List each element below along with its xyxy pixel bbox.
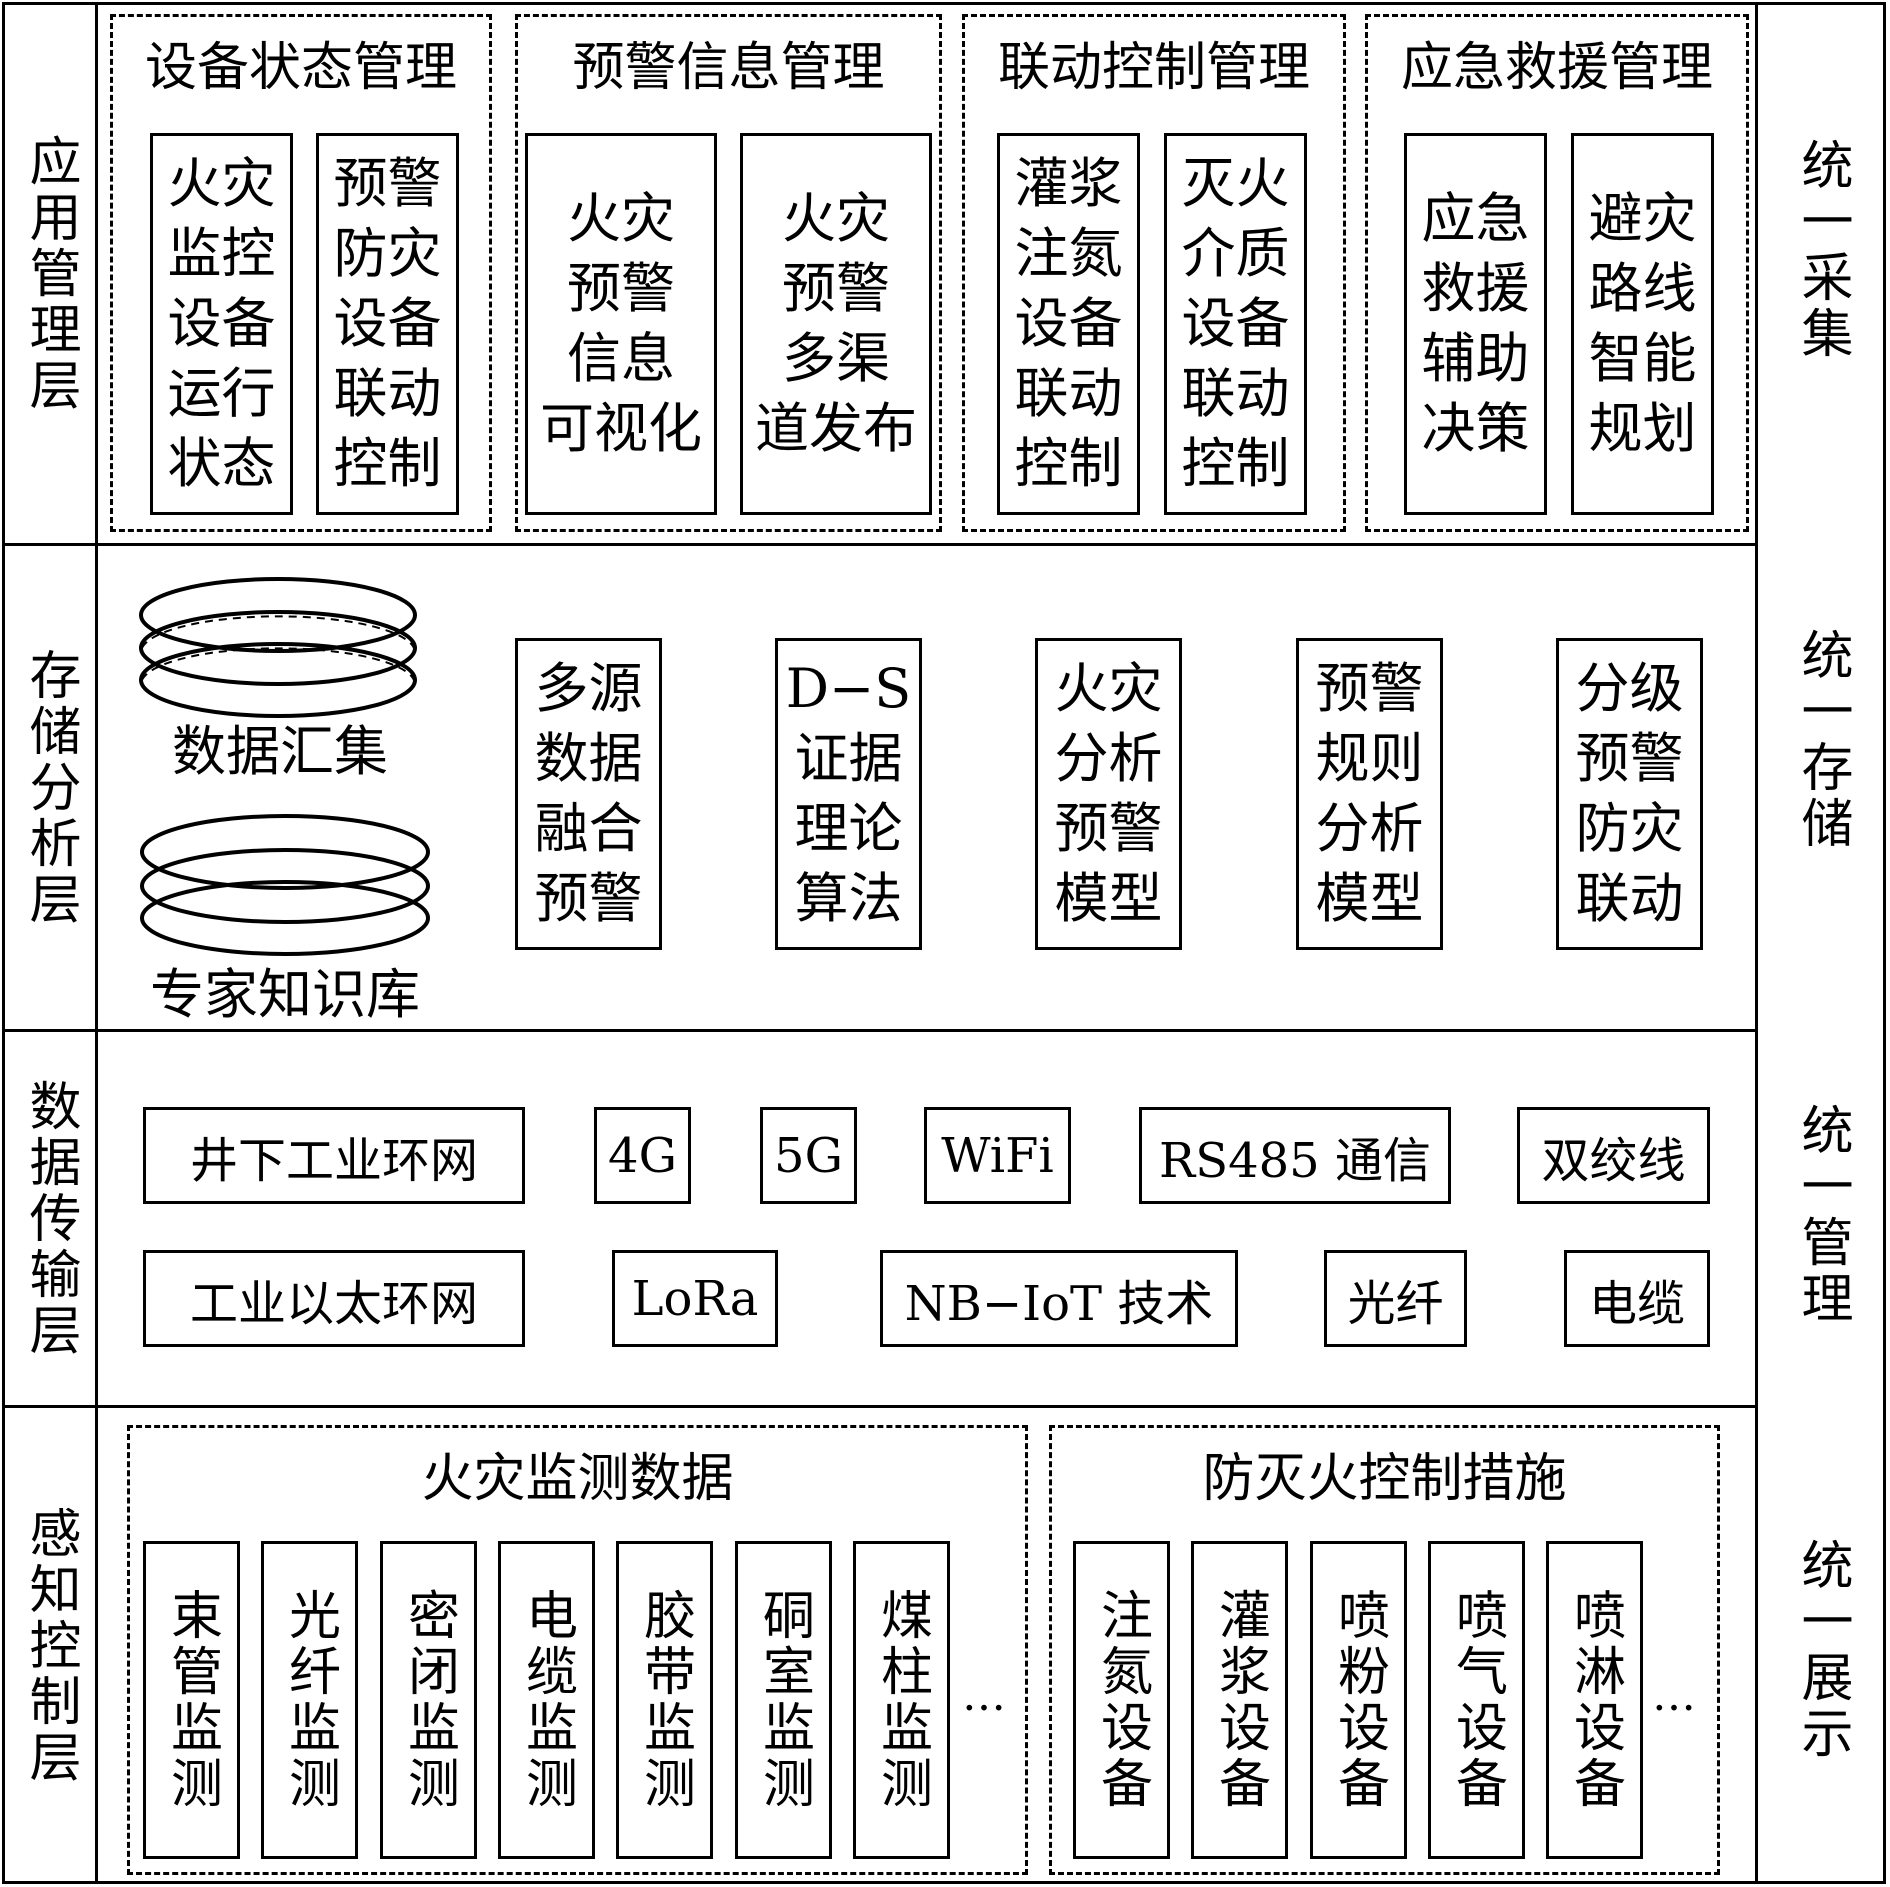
layer-divider-2 (2, 1029, 1758, 1032)
control-grouting: 灌浆设备 (1191, 1541, 1288, 1859)
app-group-device-status-title: 设备状态管理 (144, 38, 457, 98)
app-item-escape-route: 避灾路线智能规划 (1571, 133, 1714, 515)
network-5g: 5G (760, 1107, 857, 1204)
ellipsis-control: … (1652, 1670, 1698, 1721)
layer-label-app-text: 应用管理层 (20, 134, 80, 414)
app-group-device-status (110, 14, 492, 532)
app-group-warning-info (515, 14, 942, 532)
app-item-warning-visual: 火灾预警信息可视化 (525, 133, 717, 515)
control-nitrogen: 注氮设备 (1073, 1541, 1170, 1859)
layer-label-transmission-text: 数据传输层 (20, 1078, 80, 1359)
database-label-expert-kb: 专家知识库 (150, 963, 420, 1026)
network-4g: 4G (594, 1107, 691, 1204)
control-powder-spray: 喷粉设备 (1310, 1541, 1407, 1859)
sensor-bundle-tube: 束管监测 (143, 1541, 240, 1859)
app-item-warning-linkage: 预警防灾设备联动控制 (316, 133, 459, 515)
sensor-belt: 胶带监测 (616, 1541, 713, 1859)
network-fiber: 光纤 (1324, 1250, 1467, 1347)
layer-label-storage: 存储分析层 (5, 546, 95, 1029)
layer-label-perception-text: 感知控制层 (20, 1506, 80, 1786)
app-group-emergency-rescue-title: 应急救援管理 (1400, 38, 1713, 98)
network-industrial-ethernet: 工业以太环网 (143, 1250, 525, 1347)
sensor-chamber: 硐室监测 (735, 1541, 832, 1859)
analysis-warning-rules: 预警规则分析模型 (1296, 638, 1443, 950)
layer-label-perception: 感知控制层 (5, 1408, 95, 1884)
right-label-manage-text: 统一管理 (1792, 1103, 1852, 1327)
database-icon-expert-kb (140, 814, 430, 956)
group-fire-monitoring (127, 1425, 1028, 1875)
group-fire-control (1049, 1425, 1720, 1875)
app-item-warning-publish: 火灾预警多渠道发布 (740, 133, 932, 515)
sensor-optical-fiber: 光纤监测 (261, 1541, 358, 1859)
control-sprinkler: 喷淋设备 (1546, 1541, 1643, 1859)
database-icon-collection (139, 577, 417, 718)
sensor-cable: 电缆监测 (498, 1541, 595, 1859)
layer-divider-3 (2, 1405, 1758, 1408)
network-wifi: WiFi (924, 1107, 1071, 1204)
app-group-emergency-rescue (1365, 14, 1749, 532)
app-group-linkage-control (962, 14, 1346, 532)
layer-label-storage-text: 存储分析层 (20, 647, 80, 928)
control-gas-spray: 喷气设备 (1428, 1541, 1525, 1859)
network-twisted-pair: 双绞线 (1517, 1107, 1710, 1204)
analysis-fire-model: 火灾分析预警模型 (1035, 638, 1182, 950)
network-cable: 电缆 (1564, 1250, 1710, 1347)
group-fire-control-title: 防灭火控制措施 (1202, 1449, 1567, 1509)
analysis-graded-warning: 分级预警防灾联动 (1556, 638, 1703, 950)
group-fire-monitoring-title: 火灾监测数据 (421, 1449, 734, 1509)
network-lora: LoRa (612, 1250, 778, 1347)
network-mine-ring: 井下工业环网 (143, 1107, 525, 1204)
network-rs485: RS485 通信 (1139, 1107, 1451, 1204)
app-item-fire-monitor-status: 火灾监控设备运行状态 (150, 133, 293, 515)
right-label-collect: 统一采集 (1758, 100, 1886, 400)
left-column-divider (95, 2, 98, 1884)
sensor-coal-pillar: 煤柱监测 (853, 1541, 950, 1859)
right-label-display-text: 统一展示 (1792, 1538, 1852, 1762)
analysis-multisource-fusion: 多源数据融合预警 (515, 638, 662, 950)
app-group-warning-info-title: 预警信息管理 (572, 38, 885, 98)
layer-label-app: 应用管理层 (5, 5, 95, 543)
app-item-extinguishing-media: 灭火介质设备联动控制 (1164, 133, 1307, 515)
layer-label-transmission: 数据传输层 (5, 1032, 95, 1405)
app-group-linkage-control-title: 联动控制管理 (997, 38, 1310, 98)
app-item-rescue-decision: 应急救援辅助决策 (1404, 133, 1547, 515)
database-label-collection: 数据汇集 (172, 720, 388, 783)
layer-divider-1 (2, 543, 1758, 546)
right-label-manage: 统一管理 (1758, 1065, 1886, 1365)
right-column-divider (1755, 2, 1758, 1884)
ellipsis-monitor: … (962, 1670, 1008, 1721)
app-item-grouting-nitrogen: 灌浆注氮设备联动控制 (997, 133, 1140, 515)
right-label-display: 统一展示 (1758, 1500, 1886, 1800)
right-label-collect-text: 统一采集 (1792, 138, 1852, 362)
right-label-store-text: 统一存储 (1792, 628, 1852, 852)
network-nbiot: NB−IoT 技术 (880, 1250, 1238, 1347)
right-label-store: 统一存储 (1758, 590, 1886, 890)
sensor-sealed-zone: 密闭监测 (380, 1541, 477, 1859)
